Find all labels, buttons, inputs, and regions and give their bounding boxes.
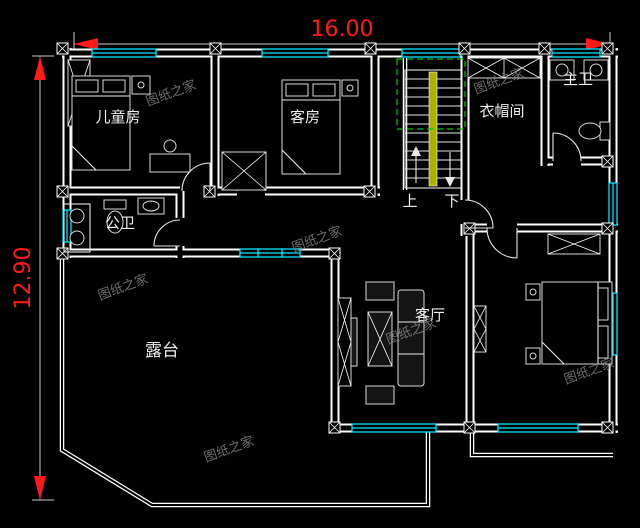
- wash-basin: [69, 230, 85, 246]
- walls: [62, 48, 618, 433]
- tv: [350, 317, 358, 367]
- door-cloakroom: [464, 199, 494, 229]
- furniture-cloakroom: [467, 57, 541, 79]
- watermark-text: 图纸之家: [144, 77, 198, 110]
- room-label-guest: 客房: [290, 108, 320, 126]
- room-label-cloakroom: 衣帽间: [479, 102, 524, 120]
- terrace-sliding-door: [239, 248, 301, 258]
- stair-label-down: 下: [444, 192, 459, 210]
- furniture-bedroom: [473, 233, 613, 365]
- wash-basin: [69, 208, 85, 224]
- watermarks: 图纸之家 图纸之家 图纸之家 图纸之家 图纸之家 图纸之家 图纸之家: [96, 65, 616, 466]
- room-label-terrace: 露台: [145, 341, 179, 361]
- stairs: [396, 58, 466, 189]
- dimension-left: 12.90: [11, 55, 54, 501]
- children-desk: [149, 153, 191, 173]
- watermark-text: 图纸之家: [202, 433, 256, 466]
- dimension-height-label: 12.90: [11, 247, 36, 310]
- room-labels: 儿童房 客房 主卫 衣帽间 公卫 露台 客厅 上 下: [95, 70, 593, 361]
- door-bedroom: [486, 227, 518, 259]
- stair-label-up: 上: [402, 192, 417, 210]
- door-master-bath: [552, 132, 582, 162]
- dimension-arrow-up: [34, 56, 46, 80]
- fixtures-master-bath: [549, 59, 611, 141]
- bedroom-dresser: [473, 305, 487, 353]
- tv-cabinet: [337, 297, 352, 387]
- room-label-master-bath: 主卫: [563, 70, 593, 88]
- laundry-alcove: [63, 203, 91, 253]
- armchair: [365, 385, 395, 405]
- children-chair: [163, 139, 177, 153]
- watermark-text: 图纸之家: [96, 271, 150, 304]
- dimension-width-label: 16.00: [311, 17, 374, 42]
- fixtures-public-bath: [63, 197, 165, 253]
- dimension-arrow-right: [586, 38, 610, 50]
- public-bath-toilet: [106, 210, 124, 234]
- dimension-arrow-down: [34, 476, 46, 500]
- armchair: [365, 281, 395, 301]
- door-public-bath: [153, 219, 181, 247]
- master-bath-toilet: [578, 122, 602, 140]
- furniture-guest-room: [221, 79, 359, 191]
- stair-skylight-dashed: [396, 58, 466, 130]
- dimension-top: 16.00: [73, 17, 611, 54]
- sofa-main: [397, 289, 425, 387]
- room-label-living: 客厅: [415, 306, 445, 324]
- dimension-arrow-left: [74, 38, 98, 50]
- public-bath-toilet-tank: [103, 199, 127, 210]
- room-label-children: 儿童房: [95, 108, 140, 126]
- room-label-public-bath: 公卫: [105, 214, 135, 232]
- furniture-living-room: [337, 281, 425, 405]
- furniture-children-room: [67, 59, 191, 173]
- windows: [62, 48, 618, 433]
